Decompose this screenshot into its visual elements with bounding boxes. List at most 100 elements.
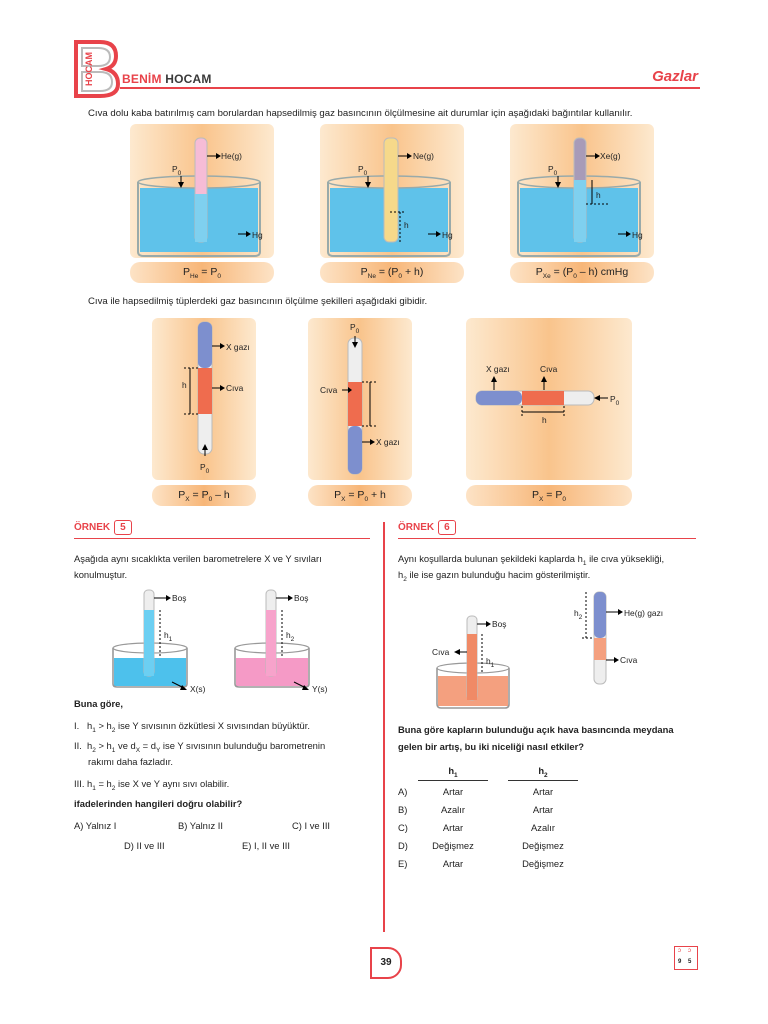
- x-gas-label: X gazı: [376, 437, 400, 447]
- hg-label: Hg: [252, 230, 263, 240]
- buna-gore: Buna göre,: [74, 698, 123, 709]
- intro-text: Cıva dolu kaba batırılmış cam borulardan…: [88, 108, 633, 119]
- h-label: h: [404, 220, 409, 230]
- ne-formula: PNe = (P0 + h): [320, 262, 464, 283]
- he-formula: PHe = P0: [130, 262, 274, 283]
- statement-2-cont: rakımı daha fazladır.: [88, 756, 173, 767]
- brand-name: BENİM HOCAM: [122, 72, 212, 86]
- page-number: 39: [370, 947, 402, 979]
- p0-label: P0: [350, 322, 360, 335]
- logo: HOCAM: [72, 40, 121, 98]
- he-diagram: [137, 137, 261, 257]
- corner-bl: 9: [678, 959, 682, 965]
- tube-horizontal-card: X gazı Cıva P0 h: [466, 318, 632, 480]
- row-a-h2: Artar: [532, 786, 554, 797]
- corner-tr: ɔ: [688, 948, 691, 954]
- ornek5-question: Aşağıda aynı sıcaklıkta verilen barometr…: [74, 553, 322, 580]
- h2-letter: h: [286, 630, 291, 640]
- barometer-y-graphic: [234, 589, 310, 690]
- option-e[interactable]: E) I, II ve III: [242, 840, 290, 851]
- ys-label: Y(s): [312, 684, 328, 694]
- option-b[interactable]: B) Yalnız II: [178, 820, 223, 831]
- civa-label: Cıva: [226, 383, 244, 393]
- row-d-h2: Değişmez: [522, 840, 564, 851]
- hg-label: Hg: [442, 230, 453, 240]
- ornek6-ask-2: gelen bir artış, bu iki niceliği nasıl e…: [398, 741, 584, 752]
- barometer-x-graphic: [112, 589, 188, 690]
- corner-br: 5: [688, 959, 692, 965]
- row-d-h1: Değişmez: [432, 840, 474, 851]
- ornek5-ask: ifadelerinden hangileri doğru olabilir?: [74, 798, 243, 809]
- civa-label: Cıva: [620, 655, 638, 665]
- he-tube: h2 He(g) gazı Cıva: [570, 588, 700, 688]
- tube-down-card: X gazı Cıva h P0: [152, 318, 256, 480]
- header-rule: [120, 87, 700, 89]
- p0-letter: P: [172, 164, 178, 174]
- logo-text: HOCAM: [84, 52, 94, 86]
- bos-label: Boş: [294, 593, 309, 603]
- row-e-opt[interactable]: E): [398, 858, 408, 869]
- table-col1-rule: [418, 780, 488, 781]
- row-d-opt[interactable]: D): [398, 840, 408, 851]
- table-col-h1: h1: [448, 765, 458, 779]
- ornek6-label: ÖRNEK: [398, 522, 435, 533]
- gas-label: He(g): [221, 151, 242, 161]
- h2-label: h2: [574, 608, 583, 621]
- p0-label: P0: [610, 394, 620, 407]
- h-label: h: [542, 415, 547, 425]
- ornek5-label: ÖRNEK: [74, 522, 111, 533]
- corner-tl: ɔ: [678, 948, 681, 954]
- option-c[interactable]: C) I ve III: [292, 820, 331, 831]
- second-text: Cıva ile hapsedilmiş tüplerdeki gaz bası…: [88, 296, 428, 307]
- ornek6-number: 6: [438, 520, 456, 535]
- h2-letter: h: [574, 608, 579, 618]
- p0-letter: P: [548, 164, 554, 174]
- barometer-y: Boş h2 Y(s): [232, 586, 332, 696]
- row-c-opt[interactable]: C): [398, 822, 408, 833]
- barometer-x: Boş h1 X(s): [110, 586, 205, 696]
- p0-label: P0: [548, 164, 558, 177]
- tube-up-formula: PX = P0 + h: [308, 485, 412, 506]
- gas-label: Xe(g): [600, 151, 621, 161]
- option-d[interactable]: D) II ve III: [124, 840, 165, 851]
- bos-label: Boş: [172, 593, 187, 603]
- chapter-title: Gazlar: [652, 68, 698, 85]
- ornek5-number: 5: [114, 520, 132, 535]
- ne-diagram-card: Ne(g) P0 h Hg: [320, 124, 464, 258]
- row-b-h2: Artar: [532, 804, 554, 815]
- p0-label: P0: [358, 164, 368, 177]
- row-e-h1: Artar: [442, 858, 464, 869]
- row-e-h2: Değişmez: [522, 858, 564, 869]
- tube-horizontal-diagram: [475, 376, 608, 418]
- option-a[interactable]: A) Yalnız I: [74, 820, 117, 831]
- civa-label: Cıva: [540, 364, 558, 374]
- logo-graphic: [74, 40, 121, 98]
- civa-label: Cıva: [432, 647, 450, 657]
- row-c-h1: Artar: [442, 822, 464, 833]
- civa-label: Cıva: [320, 385, 338, 395]
- tube-down-diagram: [184, 321, 225, 456]
- h1-letter: h: [164, 630, 169, 640]
- x-gas-label: X gazı: [486, 364, 510, 374]
- civa-barometer: Boş Cıva h1: [430, 612, 540, 712]
- tube-up-diagram: [342, 336, 378, 475]
- x-gas-label: X gazı: [226, 342, 250, 352]
- tube-up-card: P0 Cıva X gazı: [308, 318, 412, 480]
- p0-label: P0: [172, 164, 182, 177]
- p0-letter: P: [200, 462, 206, 472]
- h-label: h: [182, 380, 187, 390]
- xe-formula: PXe = (P0 – h) cmHg: [510, 262, 654, 283]
- h1-label: h1: [486, 656, 495, 669]
- tube-down-formula: PX = P0 – h: [152, 485, 256, 506]
- row-c-h2: Azalır: [531, 822, 555, 833]
- row-a-opt[interactable]: A): [398, 786, 408, 797]
- ornek6-question-2: h2 ile ise gazın bulunduğu hacim gösteri…: [398, 569, 591, 583]
- corner-mark: ɔ ɔ 9 5: [674, 946, 698, 970]
- statement-2: II. h2 > h1 ve dX = dY ise Y sıvısının b…: [74, 740, 326, 754]
- row-a-h1: Artar: [442, 786, 464, 797]
- row-b-opt[interactable]: B): [398, 804, 408, 815]
- he-tube-graphic: [582, 591, 623, 685]
- xe-diagram: [517, 137, 641, 257]
